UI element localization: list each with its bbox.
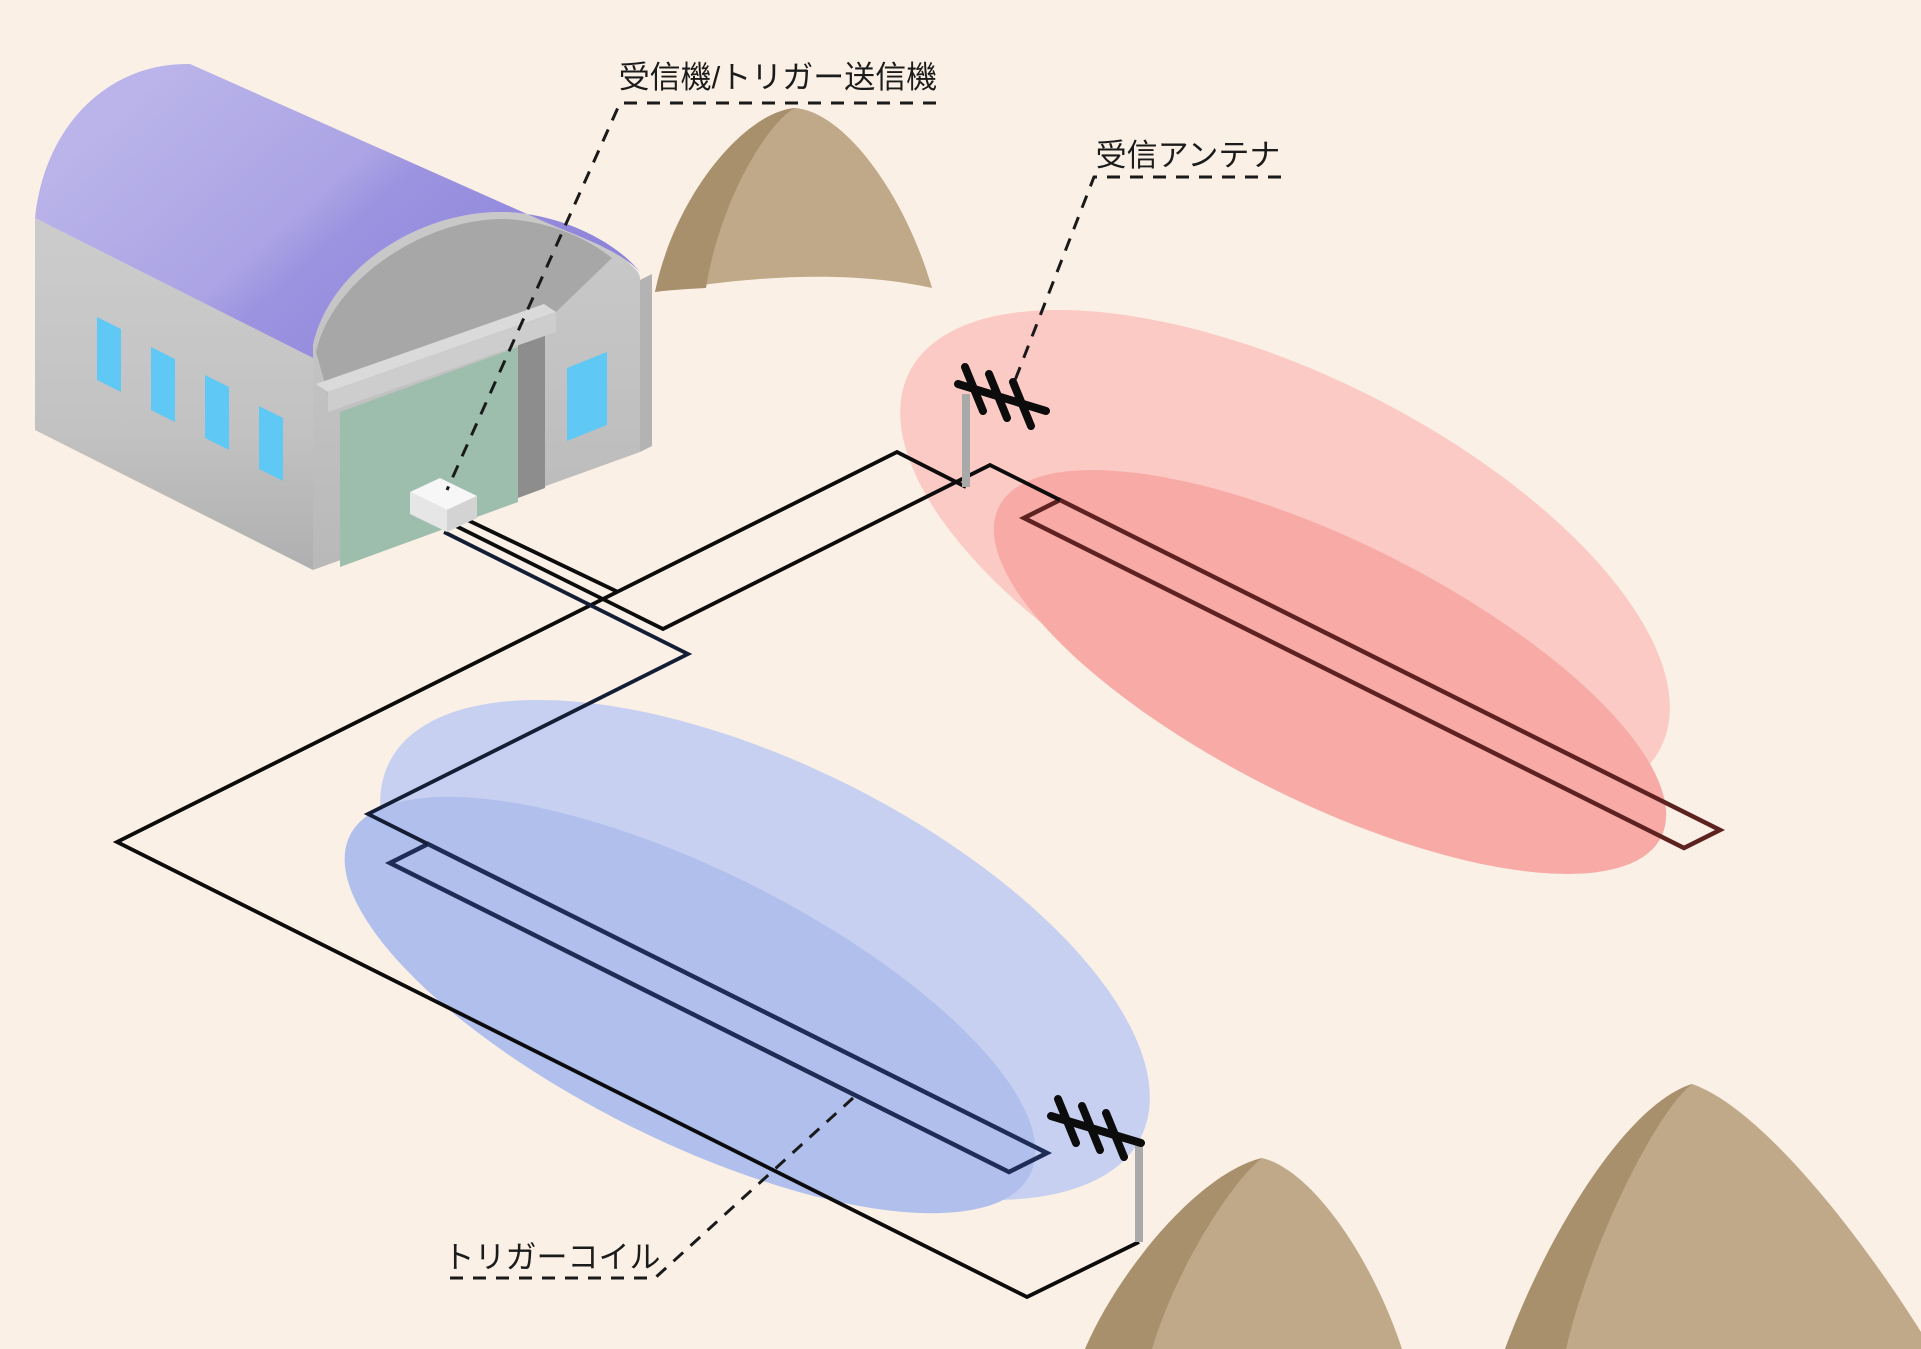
mountain-bottom-right — [1505, 1084, 1921, 1349]
window-3 — [205, 375, 229, 450]
bottom-antenna-icon — [1047, 1095, 1145, 1161]
building-arch-interior — [316, 218, 612, 394]
gable-window — [567, 352, 607, 441]
building-lintel-top — [316, 304, 556, 392]
label-trigger-coil: トリガーコイル — [444, 1240, 661, 1275]
mountain-top-center-shadow — [655, 108, 795, 292]
building — [35, 63, 652, 570]
mountain-bottom-right-shadow — [1505, 1084, 1692, 1349]
label-receiver-transmitter: 受信機/トリガー送信機 — [619, 60, 938, 95]
wires — [112, 449, 1140, 1300]
red-coil-loop — [1018, 497, 1726, 851]
side-windows — [97, 317, 283, 481]
leader-antenna — [1010, 175, 1281, 389]
cable-to-red-coil — [449, 462, 1061, 632]
antenna-masts — [954, 363, 1145, 1242]
trigger-coil-loop — [384, 841, 1053, 1175]
window-4 — [259, 406, 283, 481]
label-leaders — [445, 101, 1281, 1280]
cable-to-antenna — [454, 512, 619, 594]
receiver-box-side — [447, 496, 477, 532]
mountain-bottom-center-shadow — [1085, 1158, 1262, 1349]
receiver-box-top — [410, 478, 477, 510]
building-lintel — [328, 312, 556, 412]
label-receiving-antenna: 受信アンテナ — [1096, 138, 1281, 173]
leader-receiver — [445, 101, 936, 491]
receiver-box-front — [410, 492, 447, 532]
window-1 — [97, 317, 121, 392]
mountains — [655, 108, 1921, 1349]
building-roof — [35, 63, 640, 358]
blue-lobe-dark — [344, 796, 1036, 1214]
top-antenna-icon — [954, 363, 1050, 430]
receiver-box — [410, 478, 477, 532]
outer-wire-loop — [112, 449, 1140, 1300]
cable-to-trigger-coil — [363, 530, 693, 846]
building-door-pillar — [518, 326, 545, 498]
window-2 — [151, 347, 175, 422]
building-right-edge — [640, 274, 652, 452]
